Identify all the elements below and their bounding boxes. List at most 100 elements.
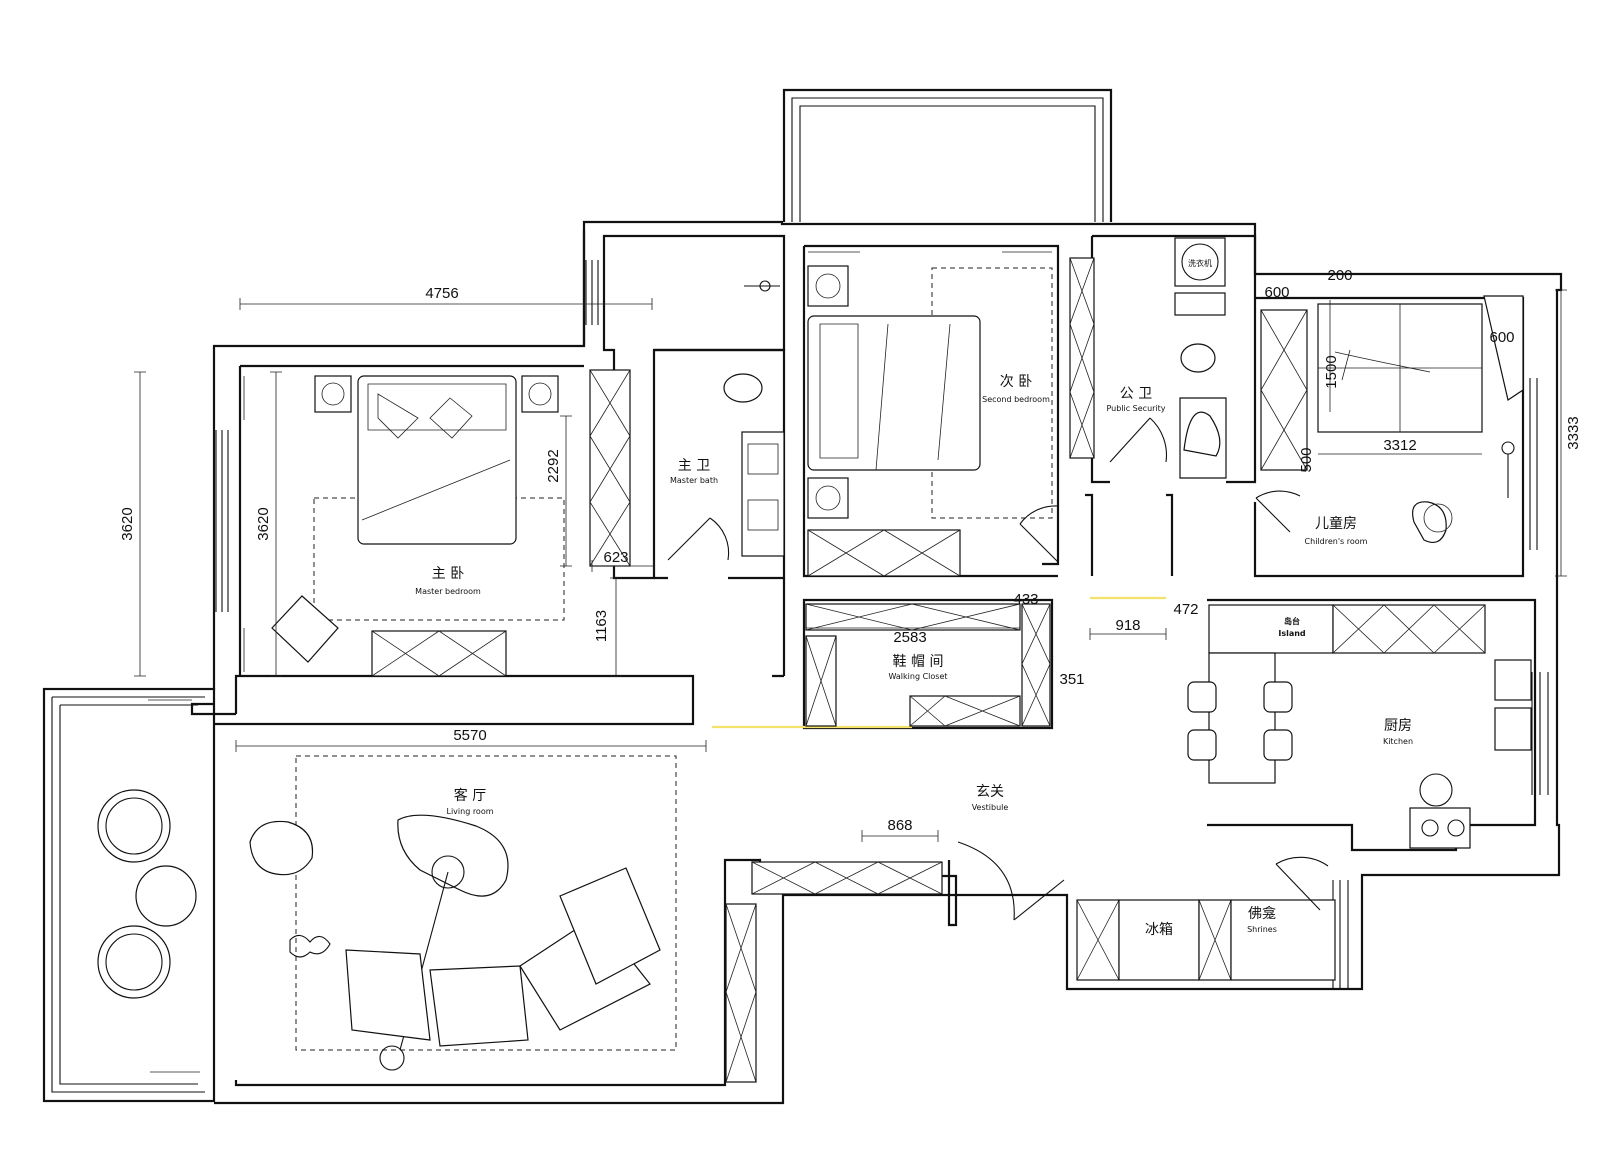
dim-1500: 1500	[1323, 355, 1340, 388]
master-tv-cabinet	[371, 630, 507, 677]
fridge-label: 冰箱	[1145, 922, 1173, 938]
second-wardrobe	[807, 529, 961, 577]
dim-623: 623	[603, 549, 628, 566]
sofa-seat-2	[429, 965, 529, 1047]
balcony-rails	[51, 696, 205, 1093]
master-bed-walls	[238, 230, 586, 676]
dim-472: 472	[1173, 601, 1198, 618]
top-balcony	[782, 88, 1113, 222]
dim-4756: 4756	[425, 285, 458, 302]
children-wardrobe	[1260, 309, 1308, 471]
dim-868: 868	[887, 817, 912, 834]
shrine-cabinet	[1230, 899, 1336, 981]
dim-1163: 1163	[593, 610, 610, 642]
fridge-box	[1118, 899, 1200, 981]
children-desk	[1483, 295, 1524, 401]
shrines-label: 佛龛	[1248, 906, 1276, 922]
balcony-chair-top	[97, 789, 171, 863]
dim-5570: 5570	[453, 727, 486, 744]
tv-cabinet-crosses	[371, 630, 507, 677]
walking-closet-label-en: Walking Closet	[889, 672, 948, 681]
master-nightstand-left	[314, 375, 352, 413]
corridor-cabinet-crosses	[1069, 257, 1095, 459]
room-labels: 主 卧 Master bedroom 主 卫 Master bath 次 卧 S…	[415, 374, 1413, 938]
shrines-label-en: Shrines	[1247, 925, 1277, 934]
balcony-chair-bottom	[97, 925, 171, 999]
dim-3333: 3333	[1565, 416, 1582, 449]
sofa-seat-1	[345, 949, 431, 1041]
dining-table	[1208, 652, 1276, 784]
dining-chair-3	[1263, 681, 1293, 713]
master-bedroom-label-en: Master bedroom	[415, 587, 481, 596]
dim-3620-inner: 3620	[255, 507, 272, 540]
tatami-figure	[1334, 349, 1431, 381]
public-bath-label: 公 卫	[1120, 386, 1152, 402]
dim-line-868	[861, 830, 939, 842]
public-bath-walls	[1090, 234, 1257, 484]
island-top	[1208, 604, 1334, 654]
public-bath-label-en: Public Security	[1106, 404, 1165, 413]
dim-line-3620-inner	[270, 371, 282, 677]
vestibule-furniture	[725, 841, 1336, 1083]
children-lamp	[1501, 441, 1515, 455]
balcony-curtains	[148, 699, 200, 1073]
dim-line-2292	[560, 415, 572, 567]
public-basin	[1183, 411, 1221, 457]
second-door-swing	[1019, 505, 1059, 563]
dim-line-623	[591, 560, 655, 572]
master-bath-label-en: Master bath	[670, 476, 718, 485]
kitchen-label-en: Kitchen	[1383, 737, 1413, 746]
second-bed-icon	[807, 315, 981, 471]
living-rug	[295, 755, 677, 1051]
master-bed-icon	[357, 375, 517, 545]
second-nightstand-top	[807, 265, 849, 307]
top-balcony-rails	[791, 97, 1104, 222]
public-toilet	[1180, 343, 1216, 373]
children-door-swing	[1255, 490, 1301, 533]
dim-2292: 2292	[545, 449, 562, 482]
master-nightstand-right	[521, 375, 559, 413]
public-door-swing	[1109, 417, 1168, 463]
kitchen-label: 厨房	[1384, 718, 1412, 734]
bath-door-swing	[667, 517, 730, 561]
closet-bottom-cabinet	[909, 695, 1021, 727]
master-window	[215, 430, 229, 612]
dimension-lines	[134, 289, 1567, 842]
entry-cabinet-side	[725, 903, 757, 1083]
living-armchair	[249, 820, 314, 876]
closet-walls	[802, 598, 1054, 730]
kitchen-window	[1531, 672, 1549, 795]
second-wardrobe-crosses	[807, 529, 961, 577]
children-room-walls	[1253, 296, 1525, 578]
master-armchair	[271, 595, 339, 663]
kitchen-furniture	[1187, 604, 1532, 849]
children-wardrobe-crosses	[1260, 309, 1308, 471]
vestibule-label-en: Vestibule	[972, 803, 1009, 812]
public-bath-furniture: 洗衣机	[1109, 237, 1227, 479]
second-nightstand-bottom	[807, 477, 849, 519]
second-bed-walls	[802, 244, 1060, 578]
second-bedroom-label: 次 卧	[1000, 374, 1032, 390]
master-pillows	[367, 383, 507, 439]
balcony-side-table	[135, 865, 197, 927]
kitchen-sink	[1494, 659, 1532, 701]
dim-200: 200	[1327, 267, 1352, 284]
closet-top-cabinet	[805, 603, 1021, 631]
dim-line-5570	[235, 740, 707, 752]
living-room-label-en: Living room	[446, 807, 493, 816]
closet-furniture	[805, 603, 1051, 727]
dim-600-right: 600	[1489, 329, 1514, 346]
children-chair	[1412, 501, 1447, 543]
master-bath-furniture	[667, 280, 785, 561]
dining-chair-2	[1187, 729, 1217, 761]
island-label-en: Island	[1278, 629, 1306, 638]
wardrobe-crosses	[589, 369, 631, 567]
kitchen-oven	[1494, 707, 1532, 751]
living-balcony-outer	[42, 687, 216, 1103]
decor-plant	[289, 934, 331, 958]
kitchen-figure	[1419, 773, 1453, 807]
dim-line-1163	[610, 577, 622, 677]
master-vanity	[741, 431, 785, 557]
second-bedroom-furniture	[807, 251, 1095, 577]
